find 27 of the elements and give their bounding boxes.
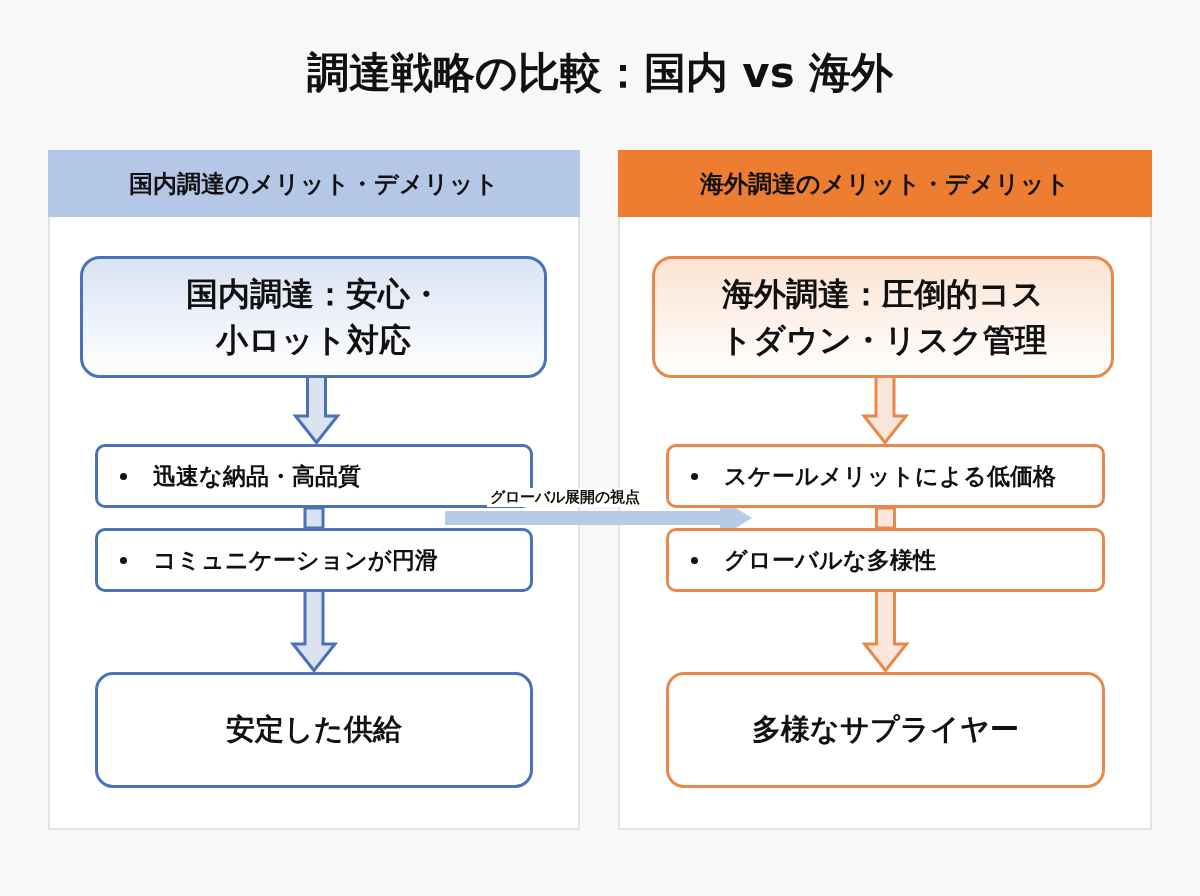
block-arrow: [292, 376, 341, 445]
box-text: 国内調達：安心・小ロット対応: [184, 274, 443, 361]
box-text: グローバルな多様性: [724, 545, 936, 575]
box-text: スケールメリットによる低価格: [724, 461, 1056, 491]
panel-header: 海外調達のメリット・デメリット: [618, 150, 1152, 217]
panel-header: 国内調達のメリット・デメリット: [48, 150, 580, 217]
edge-label: グローバル展開の視点: [486, 488, 643, 507]
summary-box: [652, 256, 1114, 378]
bullet-box: [666, 444, 1105, 508]
result-box: [95, 672, 533, 788]
box-text: 多様なサプライヤー: [752, 711, 1019, 748]
box-text: コミュニケーションが円滑: [153, 545, 438, 575]
block-arrow: [860, 376, 910, 445]
summary-box: [80, 256, 547, 378]
block-arrow: [289, 590, 339, 673]
bullet-box: [666, 528, 1105, 592]
connector-bar: [303, 506, 325, 530]
panel: [48, 150, 580, 830]
bullet-box: [95, 444, 533, 508]
connector-bar: [875, 506, 896, 530]
box-text: 海外調達：圧倒的コストダウン・リスク管理: [718, 274, 1048, 361]
box-text: 迅速な納品・高品質: [153, 461, 361, 491]
result-box: [666, 672, 1105, 788]
box-text: 安定した供給: [226, 711, 402, 748]
block-arrow: [861, 590, 910, 673]
title: 調達戦略の比較：国内 vs 海外: [305, 47, 895, 99]
bullet-box: [95, 528, 533, 592]
